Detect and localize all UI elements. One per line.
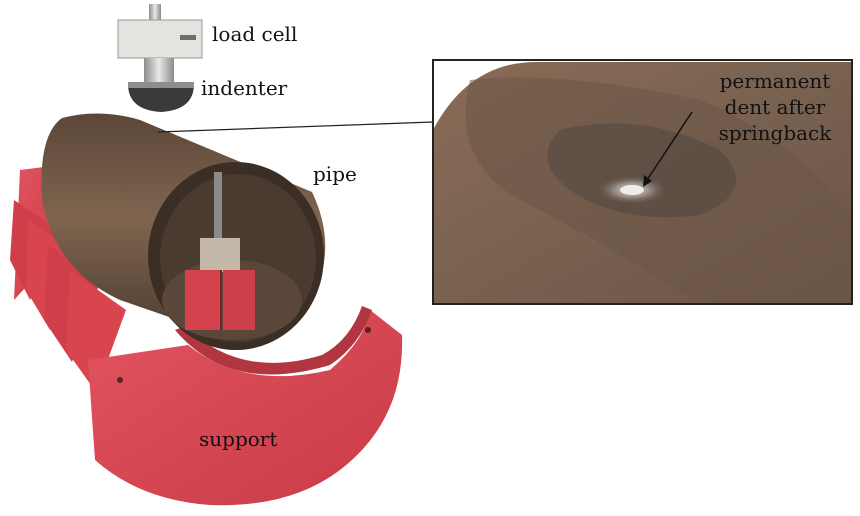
- label-load-cell: load cell: [212, 22, 298, 46]
- label-dent-line-1: permanent: [719, 69, 831, 93]
- dent-arrow: [644, 111, 693, 184]
- indenter-neck: [144, 58, 174, 84]
- inner-red-base-left: [185, 270, 221, 330]
- pipe: [41, 113, 326, 350]
- inner-rod: [214, 172, 222, 240]
- label-permanent-dent: permanent dent after springback: [700, 68, 850, 146]
- inner-red-base-right: [223, 270, 255, 330]
- zoom-frame: [432, 59, 853, 305]
- label-indenter: indenter: [201, 76, 288, 100]
- dent-arrow-head: [643, 175, 652, 187]
- label-dent-line-3: springback: [718, 121, 832, 145]
- label-dent-line-2: dent after: [724, 95, 826, 119]
- inner-block: [200, 238, 240, 272]
- support-rib-4: [66, 270, 126, 392]
- support-front-plate: [88, 310, 403, 506]
- indenter-head: [128, 84, 194, 112]
- load-cell-bolt-icon: [180, 35, 196, 40]
- label-pipe: pipe: [313, 162, 357, 186]
- zoom-inset: [433, 60, 852, 304]
- support-cradle: [10, 165, 403, 506]
- load-cell-assembly: [117, 4, 203, 112]
- support-saddle-edge: [175, 306, 372, 375]
- leader-line: [157, 121, 434, 133]
- label-support: support: [199, 427, 278, 451]
